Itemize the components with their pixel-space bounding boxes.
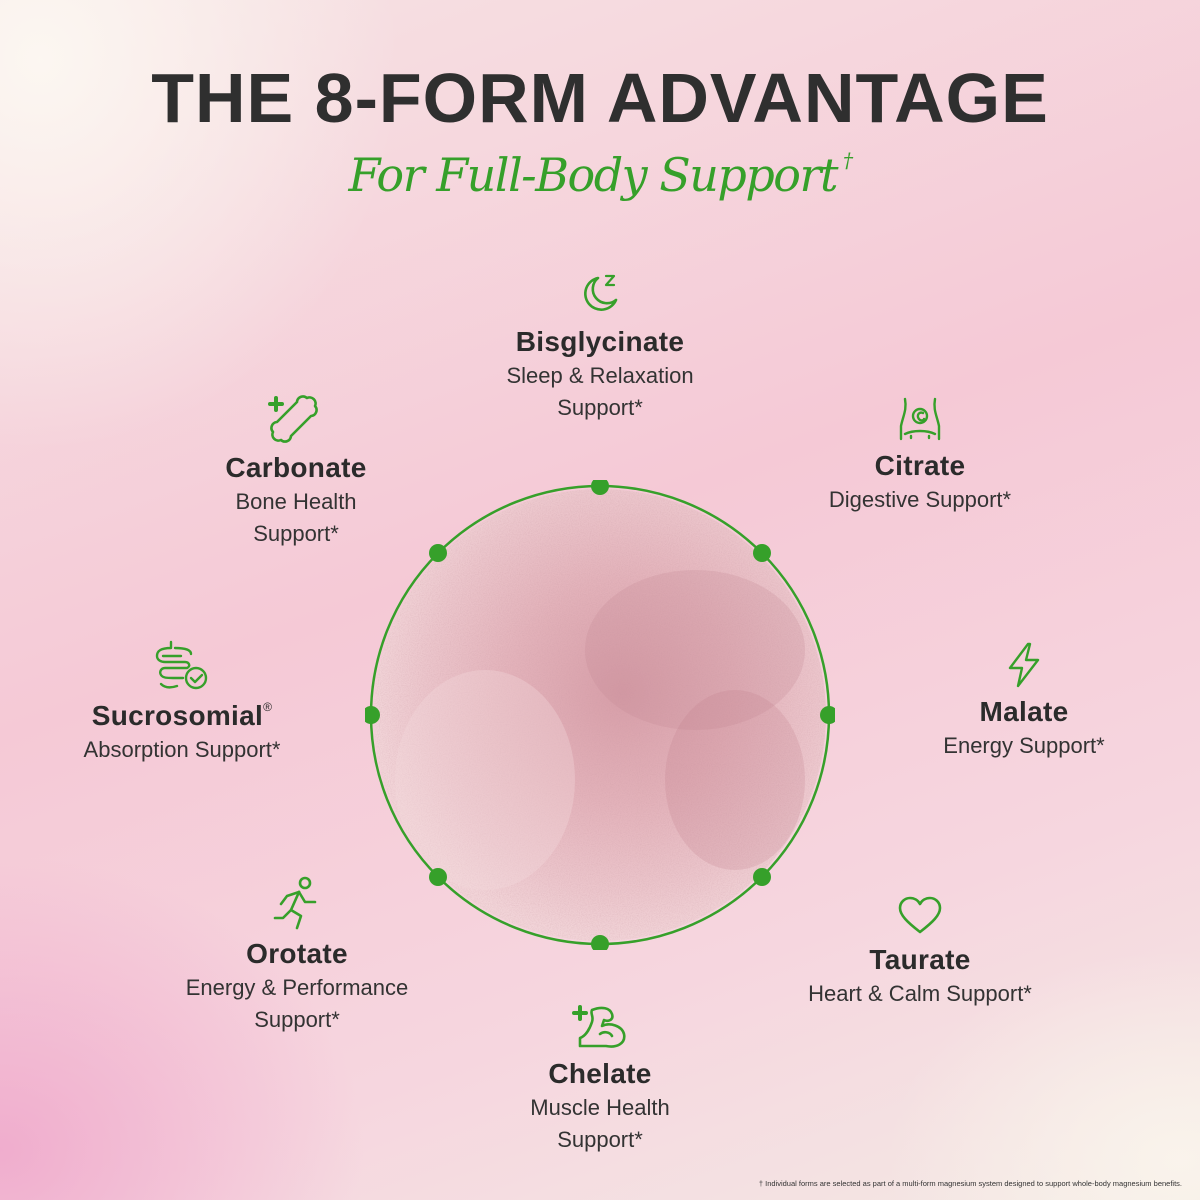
form-name: Carbonate xyxy=(225,452,367,483)
form-taurate: Taurate Heart & Calm Support* xyxy=(770,896,1070,1010)
page-subtitle: For Full-Body Support† xyxy=(0,148,1200,202)
form-carbonate: Carbonate Bone Health Support* xyxy=(146,394,446,550)
ring-dots xyxy=(365,480,835,950)
lightning-icon xyxy=(1008,642,1040,688)
running-person-icon xyxy=(273,876,317,930)
form-description: Muscle Health xyxy=(530,1095,670,1120)
form-sucrosomial: Sucrosomial® Absorption Support* xyxy=(32,640,332,766)
page-title: THE 8-FORM ADVANTAGE xyxy=(151,59,1049,137)
form-citrate: Citrate Digestive Support* xyxy=(770,396,1070,516)
bone-plus-icon xyxy=(268,395,318,443)
subtitle-dagger: † xyxy=(842,147,853,172)
form-description: Heart & Calm Support* xyxy=(808,981,1032,1006)
form-malate: Malate Energy Support* xyxy=(874,642,1174,762)
form-description: Energy & Performance xyxy=(185,975,409,1000)
heart-icon xyxy=(898,896,942,934)
form-bisglycinate: Bisglycinate Sleep & Relaxation Support* xyxy=(450,270,750,424)
form-chelate: Chelate Muscle Health Support* xyxy=(450,1004,750,1156)
form-description: Absorption Support* xyxy=(83,737,281,762)
subtitle-text: For Full-Body Support xyxy=(348,148,839,202)
moon-sleep-icon xyxy=(584,274,618,311)
form-name: Malate xyxy=(979,696,1069,727)
form-name: Bisglycinate xyxy=(515,326,685,357)
form-name: Orotate xyxy=(246,938,348,969)
form-name: Chelate xyxy=(548,1058,652,1089)
registered-mark: ® xyxy=(263,699,273,714)
form-name: Taurate xyxy=(869,944,971,975)
intestine-check-icon xyxy=(155,640,208,690)
form-description-line2: Support* xyxy=(253,521,339,546)
stomach-icon xyxy=(899,397,941,441)
form-description: Bone Health xyxy=(235,489,357,514)
form-description: Energy Support* xyxy=(943,733,1105,758)
powder-circle xyxy=(365,480,835,950)
form-orotate: Orotate Energy & Performance Support* xyxy=(147,876,447,1036)
form-description: Digestive Support* xyxy=(828,487,1012,512)
form-name-text: Sucrosomial xyxy=(91,700,264,731)
muscle-arm-icon xyxy=(572,1005,626,1048)
form-name: Citrate xyxy=(874,450,966,481)
form-description-line2: Support* xyxy=(254,1007,340,1032)
powder-ring-graphic xyxy=(365,480,835,950)
form-name: Sucrosomial® xyxy=(32,700,332,732)
footnote: † Individual forms are selected as part … xyxy=(758,1179,1182,1188)
form-description-line2: Support* xyxy=(557,395,643,420)
form-description-line2: Support* xyxy=(557,1127,643,1152)
form-description: Sleep & Relaxation xyxy=(506,363,694,388)
